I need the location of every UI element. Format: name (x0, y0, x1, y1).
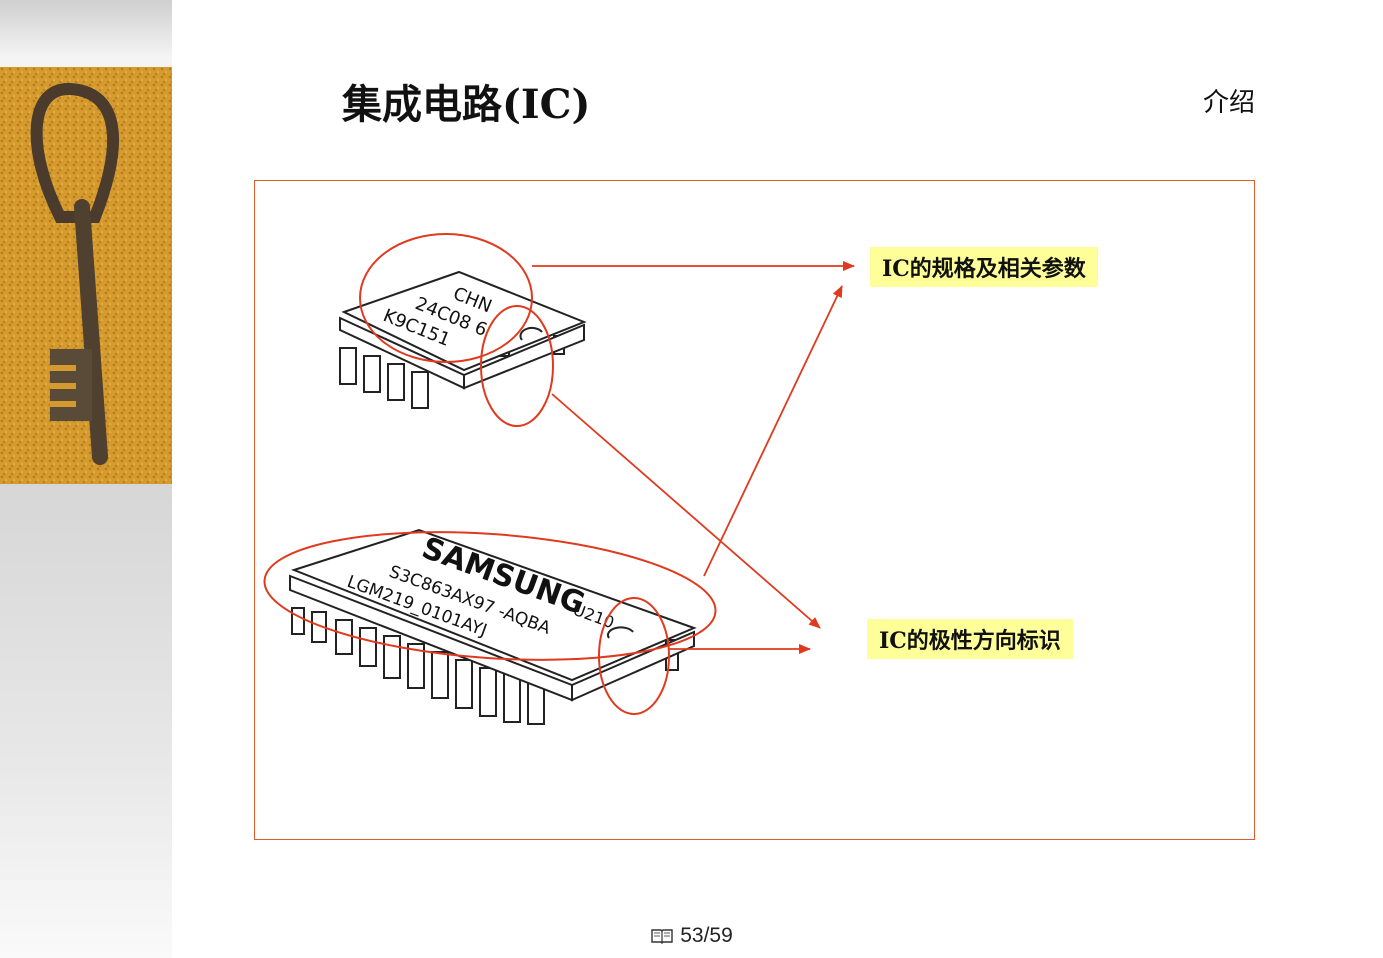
label-ic-polarity: IC的极性方向标识 (867, 619, 1073, 659)
highlight-spec-large (263, 531, 717, 661)
sidebar (0, 0, 172, 958)
label-ic-spec: IC的规格及相关参数 (870, 247, 1098, 287)
key-photo (0, 67, 172, 484)
chip-small: CHN 24C08 6 K9C151 (339, 270, 587, 409)
content-frame (254, 180, 1255, 840)
arrow-polarity-small (551, 393, 821, 629)
highlight-polarity-small (480, 305, 554, 427)
slide-title: 集成电路(IC) (342, 81, 591, 128)
ic-diagram: CHN 24C08 6 K9C151 SAMSUNG U210 S3C863AX… (263, 233, 855, 725)
page-number: 53/59 (680, 924, 733, 947)
section-label: 介绍 (1202, 88, 1255, 118)
chip-large: SAMSUNG U210 S3C863AX97 -AQBA LGM219_010… (289, 528, 697, 725)
page-indicator: 53/59 (0, 924, 1383, 948)
book-icon (651, 929, 673, 944)
highlight-spec-small (359, 233, 533, 363)
highlight-polarity-large (598, 597, 670, 715)
arrow-spec-large (703, 285, 843, 577)
